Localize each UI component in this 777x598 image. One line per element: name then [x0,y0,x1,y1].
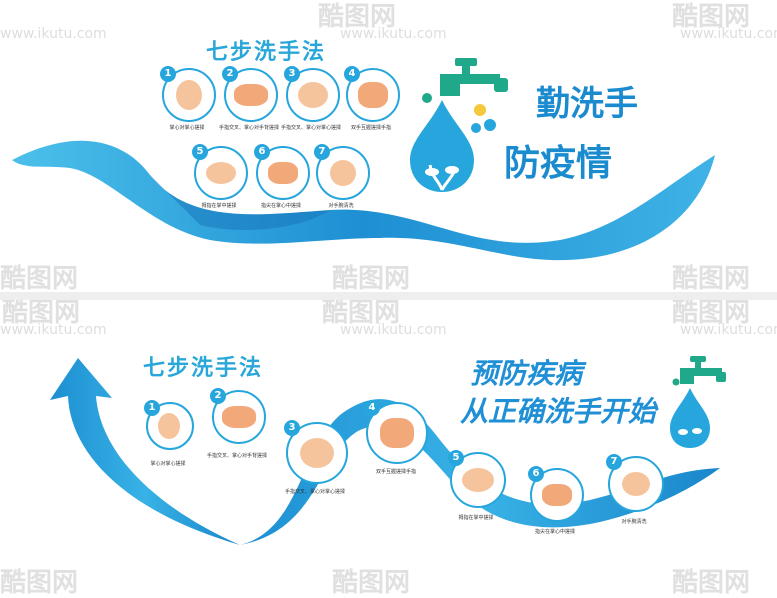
step-number: 4 [364,400,380,416]
step-illustration [162,68,216,122]
hands-icon [542,484,572,506]
watermark-url: www.ikutu.com [340,26,447,42]
step-caption: 掌心对掌心搓揉 [150,461,186,467]
bottom-slogan-line1: 预防疾病 [470,357,583,390]
step-number: 6 [254,144,270,160]
top-panel: 七步洗手法 勤洗手 防疫情 1 掌心对掌心搓揉 2 手指交叉、掌心对手背搓揉 3… [0,0,777,292]
hands-icon [234,84,268,106]
watermark-logo: 酷图网 [672,2,751,32]
top-slogan-line2: 防疫情 [504,143,613,184]
step-caption: 对手腕清洗 [621,519,647,525]
step-number: 2 [222,66,238,82]
hands-icon [222,406,256,428]
step-number: 3 [284,420,300,436]
bottom-ribbon [240,399,720,545]
hands-icon [622,472,650,496]
hands-icon [380,418,414,448]
step-caption: 对手腕清洗 [328,203,354,209]
watermark-url: www.ikutu.com [0,322,107,338]
step-caption: 指尖在掌心中搓揉 [534,529,575,535]
step-number: 2 [210,388,226,404]
watermark-url: www.ikutu.com [340,322,447,338]
hands-icon [298,82,328,108]
step-number: 5 [192,144,208,160]
hands-icon [330,160,356,186]
watermark-logo: 酷图网 [0,568,79,598]
top-title: 七步洗手法 [206,40,327,65]
step-illustration [286,68,340,122]
step-number: 1 [144,400,160,416]
hands-icon [462,468,494,492]
step-number: 1 [160,66,176,82]
step-number: 7 [606,454,622,470]
bottom-panel: 七步洗手法 预防疾病 从正确洗手开始 1 掌心对掌心搓揉 2 手指交叉、掌心对手… [0,300,777,598]
step-caption: 手指交叉、掌心对手背搓揉 [218,125,279,131]
step-caption: 双手互握搓揉手指 [375,469,416,475]
step-illustration [450,452,506,508]
watermark-logo: 酷图网 [332,264,411,292]
watermark-url: www.ikutu.com [0,26,107,42]
watermark-logo: 酷图网 [0,264,79,292]
hands-icon [358,82,388,108]
step-caption: 拇指在掌中搓揉 [201,203,237,209]
step-number: 6 [528,466,544,482]
hands-icon [206,162,236,184]
step-illustration [146,402,194,450]
step-caption: 手指交叉、掌心对掌心搓揉 [280,125,341,131]
step-caption: 双手互握搓揉手指 [350,125,391,131]
step-illustration [530,468,584,522]
step-number: 7 [314,144,330,160]
watermark-logo: 酷图网 [332,568,411,598]
up-arrow [50,358,240,545]
step-number: 4 [344,66,360,82]
faucet-drop-icon [410,58,508,192]
watermark-url: www.ikutu.com [680,322,777,338]
hands-icon [176,80,202,110]
faucet-drop-icon [670,356,726,448]
watermark-logo: 酷图网 [2,300,81,328]
ribbon-shade [150,175,330,230]
step-caption: 手指交叉、掌心对掌心搓揉 [284,489,345,495]
bottom-slogan-line2: 从正确洗手开始 [460,395,657,428]
step-caption: 手指交叉、掌心对手背搓揉 [206,453,267,459]
step-illustration [256,146,310,200]
watermark-url: www.ikutu.com [680,26,777,42]
bottom-title: 七步洗手法 [143,356,264,381]
step-number: 5 [448,450,464,466]
step-caption: 指尖在掌心中搓揉 [260,203,301,209]
watermark-logo: 酷图网 [672,568,751,598]
bottom-arrow-ribbon [50,356,726,545]
top-ribbon [12,140,715,261]
hands-icon [300,438,334,468]
top-slogan-line1: 勤洗手 [536,84,638,124]
watermark-logo: 酷图网 [318,2,397,32]
top-ribbon-wave [12,58,715,261]
step-caption: 掌心对掌心搓揉 [169,125,205,131]
watermark-logo: 酷图网 [672,300,751,328]
watermark-logo: 酷图网 [322,300,401,328]
hands-icon [268,162,298,184]
step-number: 3 [284,66,300,82]
panel-divider [0,292,777,300]
hands-icon [158,413,180,439]
watermark-logo: 酷图网 [672,264,751,292]
step-caption: 拇指在掌中搓揉 [458,515,494,521]
